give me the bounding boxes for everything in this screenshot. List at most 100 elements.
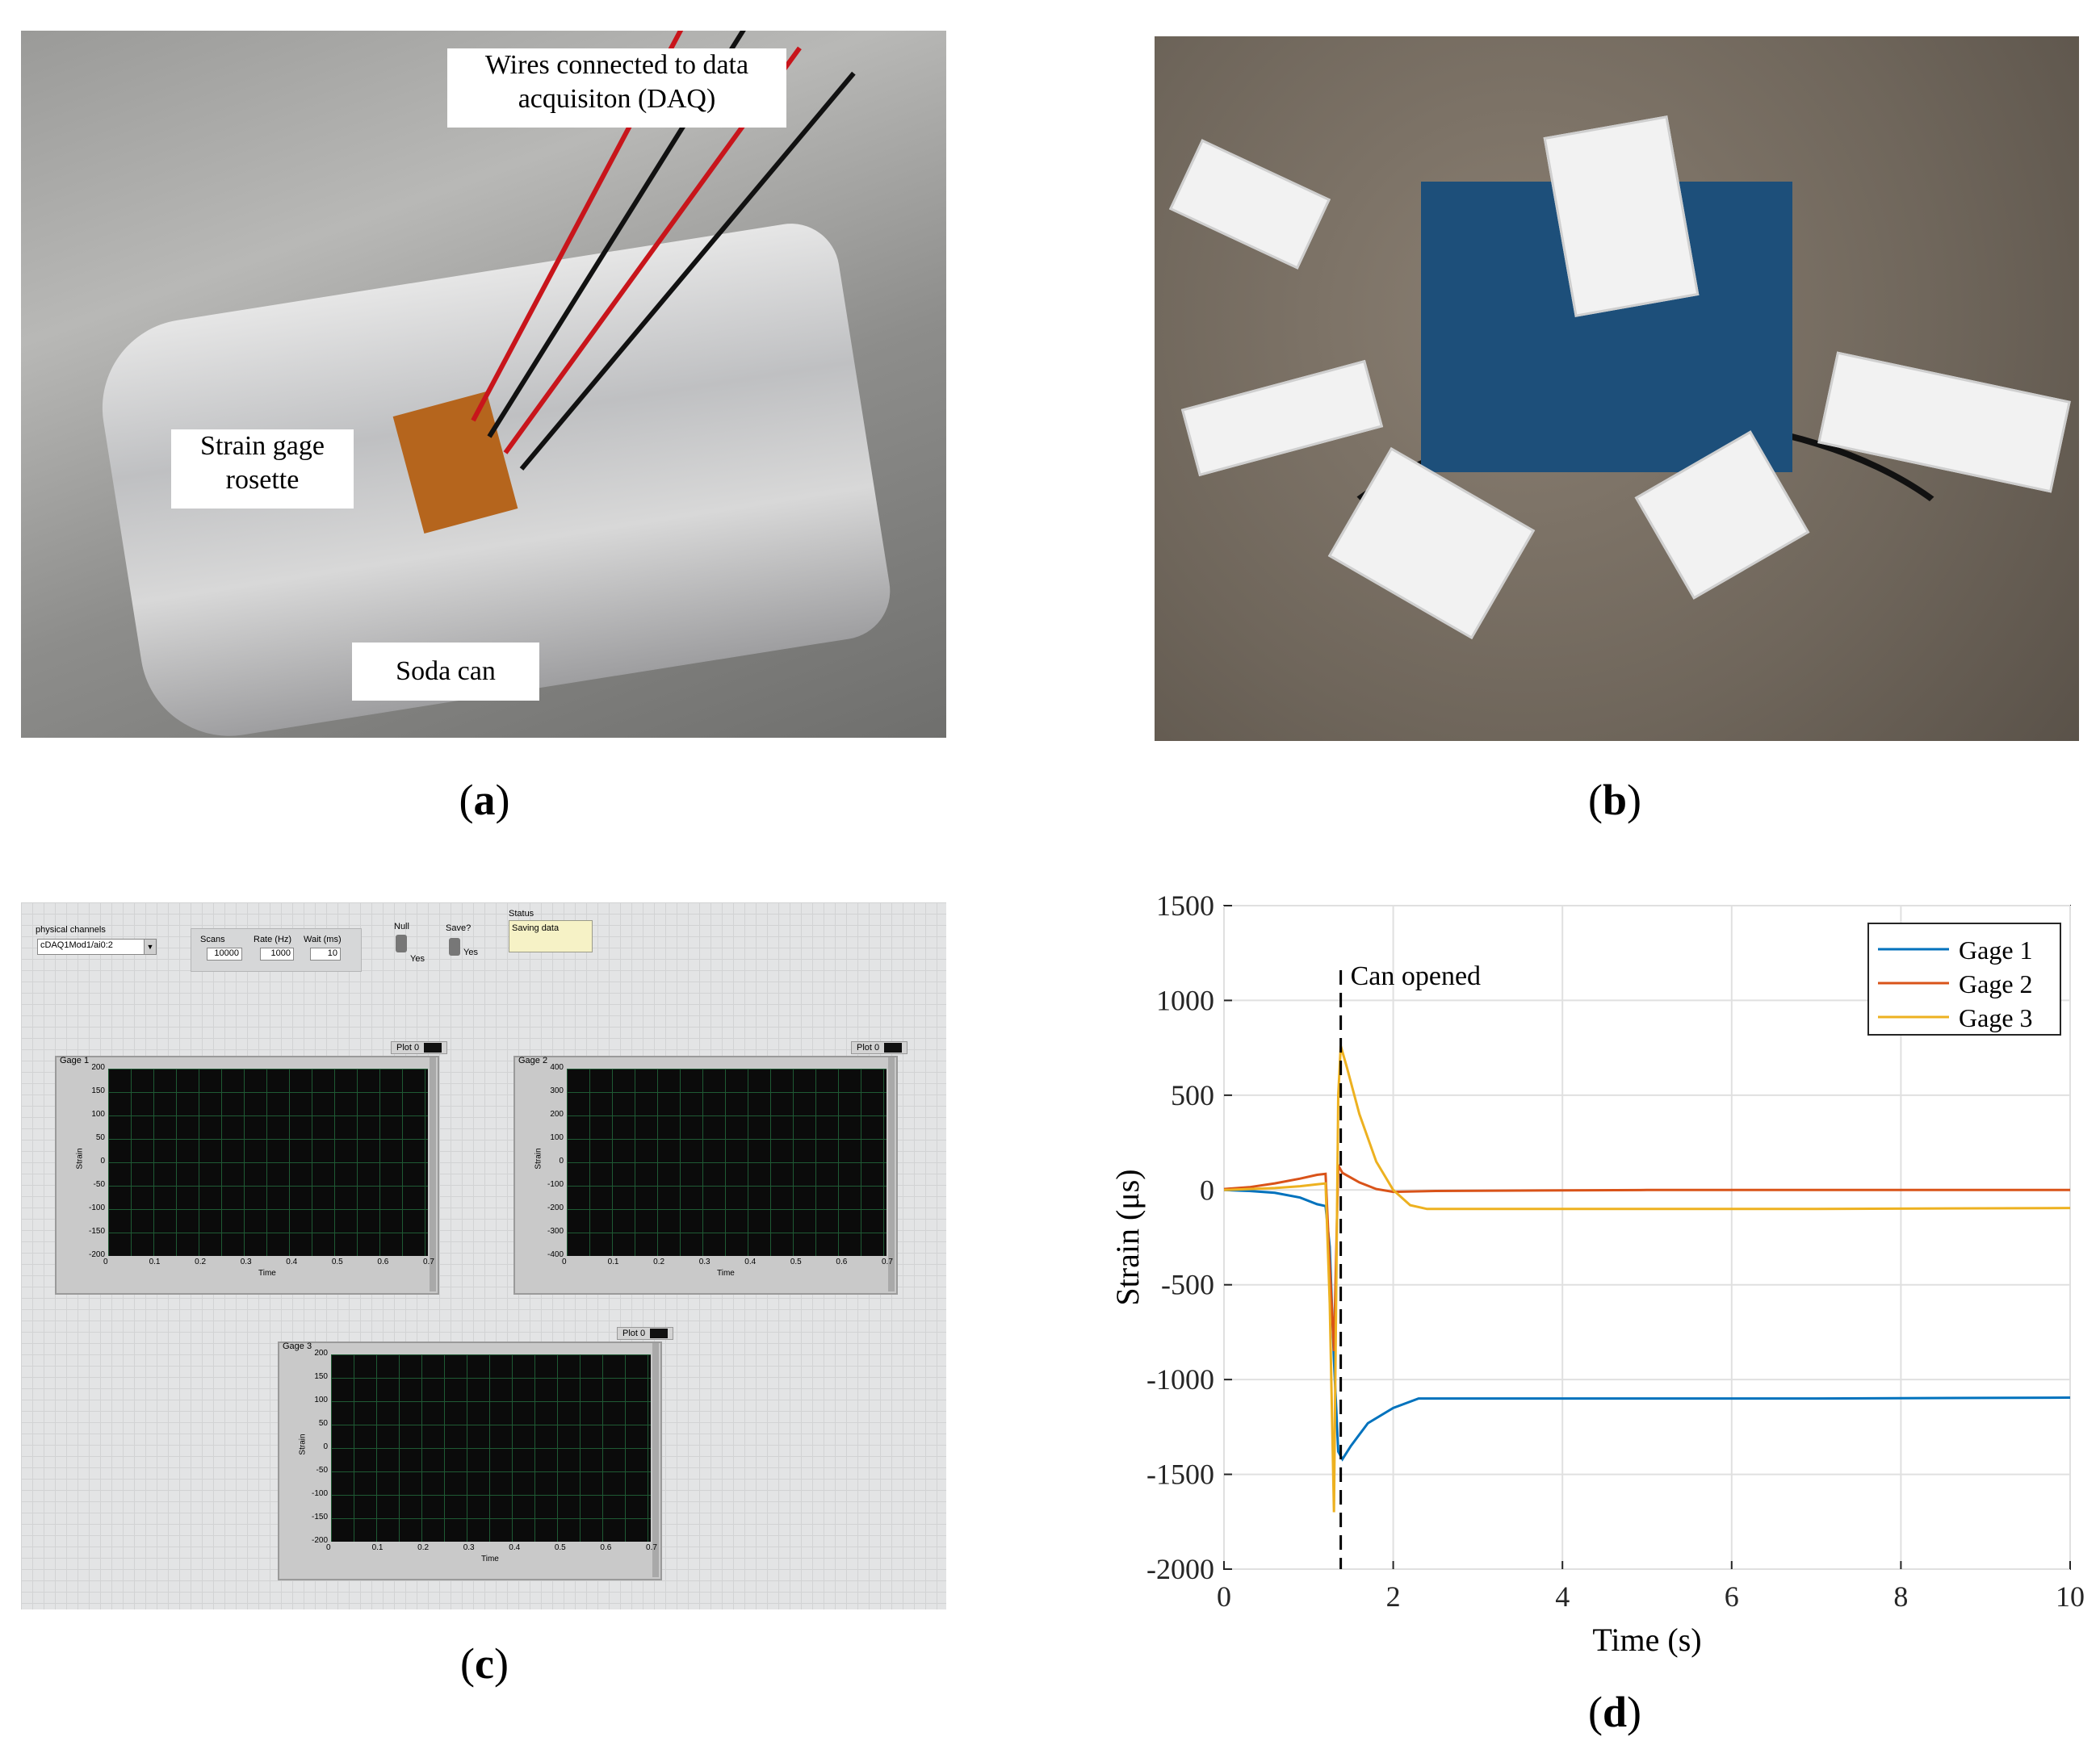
x-tick-label: 2 (1386, 1580, 1401, 1613)
labview-front-panel: physical channels cDAQ1Mod1/ai0:2 ▼ Scan… (21, 902, 946, 1609)
plot-area (331, 1354, 651, 1542)
chart-title: Gage 1 (60, 1056, 90, 1065)
y-tick-label: 0 (323, 1442, 328, 1451)
y-tick-label: -150 (88, 1227, 105, 1236)
scans-input[interactable]: 10000 (207, 948, 242, 961)
y-tick-label: 100 (314, 1396, 328, 1404)
y-axis-label: Strain (μs) (1109, 1169, 1146, 1305)
plot-area (108, 1069, 428, 1256)
y-tick-label: -200 (88, 1250, 105, 1259)
status-indicator: Saving data (509, 920, 593, 952)
y-tick-label: 200 (314, 1349, 328, 1358)
y-tick-label: -1500 (1146, 1459, 1214, 1491)
y-tick-label: -100 (88, 1203, 105, 1212)
y-axis-label: Strain (75, 1148, 85, 1170)
y-tick-label: 150 (314, 1372, 328, 1381)
y-tick-label: 500 (1171, 1079, 1214, 1111)
wait-label: Wait (ms) (304, 935, 342, 944)
x-tick-label: 0.2 (417, 1543, 430, 1552)
y-tick-label: 0 (559, 1157, 564, 1166)
gage-label: Strain gage rosette (171, 429, 354, 509)
y-tick-label: 1500 (1156, 889, 1214, 922)
x-tick-label: 0.6 (377, 1258, 389, 1266)
legend: Gage 1 Gage 2 Gage 3 (1867, 923, 2061, 1036)
x-tick-label: 0 (1217, 1580, 1231, 1613)
x-tick-label: 0 (103, 1258, 108, 1266)
x-tick-label: 4 (1555, 1580, 1570, 1613)
save-yes-label: Yes (463, 948, 478, 957)
y-tick-label: -50 (316, 1466, 328, 1475)
x-tick-label: 0.7 (882, 1258, 893, 1266)
daq-hardware-photo (1155, 36, 2079, 741)
x-tick-label: 0.7 (423, 1258, 434, 1266)
y-tick-label: -200 (547, 1203, 564, 1212)
x-tick-label: 6 (1725, 1580, 1739, 1613)
x-tick-label: 0.2 (195, 1258, 207, 1266)
x-axis-label: Time (s) (1592, 1622, 1701, 1658)
physical-channels-select[interactable]: cDAQ1Mod1/ai0:2 ▼ (37, 939, 157, 955)
y-tick-label: 400 (550, 1063, 564, 1072)
x-tick-label: 0.5 (554, 1543, 566, 1552)
legend-label: Plot 0 (396, 1043, 420, 1053)
null-toggle[interactable] (396, 935, 407, 952)
y-axis-label: Strain (298, 1434, 308, 1455)
scrollbar[interactable] (430, 1057, 436, 1291)
y-tick-label: -50 (93, 1180, 105, 1189)
waveform-icon (650, 1329, 669, 1339)
x-tick-label: 0.4 (286, 1258, 298, 1266)
y-tick-label: 50 (95, 1133, 105, 1142)
x-tick-label: 0.4 (509, 1543, 521, 1552)
legend-label: Plot 0 (857, 1043, 880, 1053)
save-toggle[interactable] (449, 938, 460, 956)
x-tick-label: 0.1 (607, 1258, 619, 1266)
y-tick-label: 200 (91, 1063, 105, 1072)
connector-image (1180, 359, 1384, 477)
gage3-waveform-chart: Gage 3 Strain Time 200 150 100 50 0 -50 -100 -1… (278, 1342, 662, 1580)
x-tick-label: 0.7 (646, 1543, 657, 1552)
x-axis-label: Time (258, 1269, 276, 1278)
y-tick-label: 200 (550, 1110, 564, 1119)
x-axis-label: Time (481, 1555, 499, 1563)
y-tick-label: -1000 (1146, 1363, 1214, 1396)
waveform-icon (424, 1043, 442, 1053)
x-tick-label: 0.2 (653, 1258, 665, 1266)
wait-input[interactable]: 10 (310, 948, 341, 961)
series-line-gage-3 (1223, 1045, 2071, 1513)
rate-input[interactable]: 1000 (260, 948, 294, 961)
connector-image (1168, 139, 1331, 270)
null-label: Null (394, 922, 409, 931)
scrollbar[interactable] (888, 1057, 895, 1291)
y-tick-label: 50 (318, 1419, 328, 1428)
y-tick-label: 100 (550, 1133, 564, 1142)
status-label: Status (509, 909, 534, 919)
x-tick-label: 0 (326, 1543, 331, 1552)
y-tick-label: 300 (550, 1086, 564, 1095)
y-tick-label: -2000 (1146, 1553, 1214, 1585)
caption-c: (c) (460, 1639, 509, 1688)
y-tick-label: -400 (547, 1250, 564, 1259)
x-axis-label: Time (717, 1269, 735, 1278)
legend-entry: Gage 3 (1959, 1003, 2033, 1032)
soda-can-photo: Wires connected to data acquisiton (DAQ)… (21, 31, 946, 738)
scrollbar[interactable] (652, 1343, 659, 1577)
legend-entry: Gage 2 (1959, 969, 2033, 998)
x-tick-label: 10 (2056, 1580, 2085, 1613)
x-tick-label: 0.1 (149, 1258, 161, 1266)
caption-a: (a) (459, 776, 510, 824)
legend-entry: Gage 1 (1959, 936, 2033, 965)
dropdown-arrow-icon[interactable]: ▼ (144, 940, 156, 954)
chart-title: Gage 3 (283, 1342, 312, 1351)
physical-channels-label: physical channels (36, 925, 106, 935)
plot-legend[interactable]: Plot 0 (617, 1327, 674, 1341)
physical-channels-value: cDAQ1Mod1/ai0:2 (40, 940, 113, 950)
y-tick-label: -150 (311, 1513, 328, 1522)
x-tick-label: 0.6 (836, 1258, 848, 1266)
y-tick-label: -100 (311, 1489, 328, 1498)
y-tick-label: -300 (547, 1227, 564, 1236)
plot-legend[interactable]: Plot 0 (851, 1041, 908, 1055)
plot-legend[interactable]: Plot 0 (391, 1041, 448, 1055)
x-tick-label: 0.1 (371, 1543, 384, 1552)
wires-label: Wires connected to data acquisiton (DAQ) (447, 48, 786, 128)
